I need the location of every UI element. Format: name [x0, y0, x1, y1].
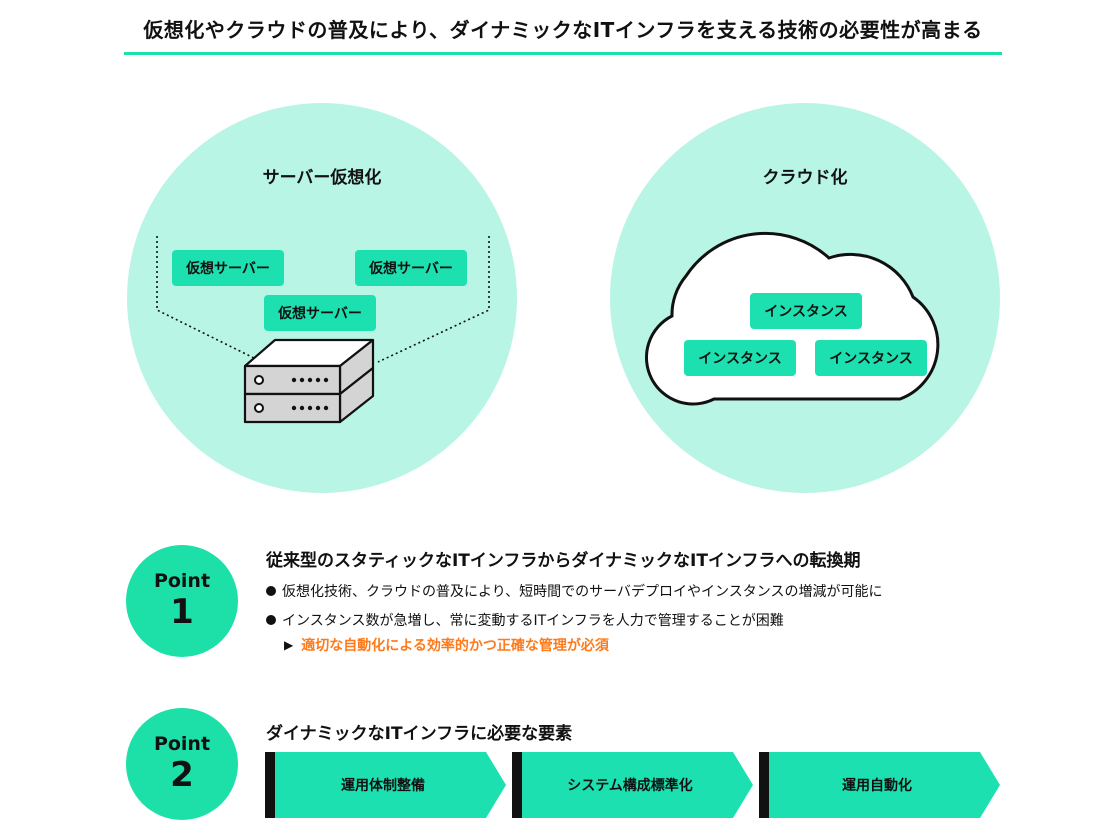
step-arrow-shape [265, 752, 506, 818]
point-number: 2 [170, 755, 194, 795]
point-number: 1 [170, 592, 194, 632]
bullet-dot-icon [266, 615, 276, 625]
step-arrow-shape [512, 752, 753, 818]
point-label: Point [153, 733, 211, 755]
triangle-right-icon: ▶ [284, 638, 294, 652]
point-2-badge: Point 2 [126, 708, 238, 820]
page-title: 仮想化やクラウドの普及により、ダイナミックなITインフラを支える技術の必要性が高… [143, 18, 983, 42]
point-2-heading: ダイナミックなITインフラに必要な要素 [266, 724, 573, 744]
step-label: 運用自動化 [842, 778, 912, 794]
step-arrow: システム構成標準化 [512, 752, 753, 818]
cloud-title: クラウド化 [762, 168, 848, 188]
point-label: Point [153, 570, 211, 592]
instance-box: インスタンス [750, 293, 862, 329]
step-arrow: 運用自動化 [759, 752, 1000, 818]
virtualization-title: サーバー仮想化 [262, 168, 382, 188]
point-1-bullet: 仮想化技術、クラウドの普及により、短時間でのサーバデプロイやインスタンスの増減が… [266, 581, 882, 601]
bullet-text: 仮想化技術、クラウドの普及により、短時間でのサーバデプロイやインスタンスの増減が… [282, 584, 883, 600]
step-label: 運用体制整備 [341, 778, 425, 794]
step-arrow-shape [759, 752, 1000, 818]
bullet-text: インスタンス数が急増し、常に変動するITインフラを人力で管理することが困難 [282, 613, 784, 629]
point-1-bullet: インスタンス数が急増し、常に変動するITインフラを人力で管理することが困難 [266, 610, 784, 630]
emphasis-text: 適切な自動化による効率的かつ正確な管理が必須 [301, 638, 609, 654]
instance-box: インスタンス [684, 340, 796, 376]
virtual-server-box: 仮想サーバー [172, 250, 284, 286]
point-1-badge: Point 1 [126, 545, 238, 657]
step-label: システム構成標準化 [567, 778, 693, 794]
point-1-conclusion: ▶ 適切な自動化による効率的かつ正確な管理が必須 [284, 635, 609, 655]
instance-box: インスタンス [815, 340, 927, 376]
step-arrow: 運用体制整備 [265, 752, 506, 818]
virtual-server-box: 仮想サーバー [355, 250, 467, 286]
virtual-server-box: 仮想サーバー [264, 295, 376, 331]
title-underline [124, 52, 1002, 55]
bullet-dot-icon [266, 586, 276, 596]
point-1-heading: 従来型のスタティックなITインフラからダイナミックなITインフラへの転換期 [266, 551, 861, 571]
